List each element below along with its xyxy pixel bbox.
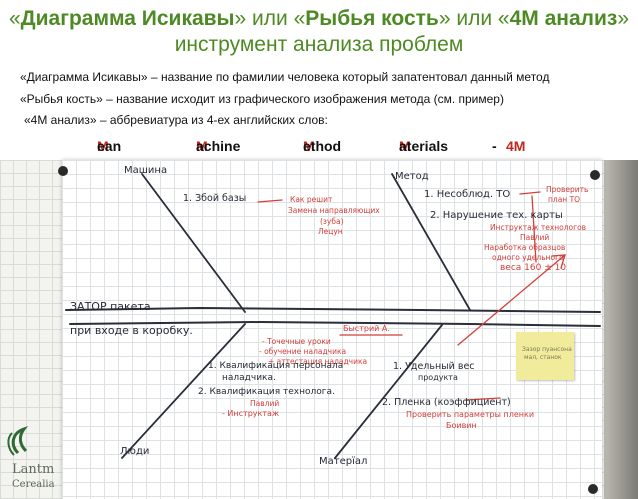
title-quote-close-3: » — [617, 7, 630, 30]
method-fix-2a: Инструктаж технологов — [490, 223, 587, 232]
red-arrowhead-main — [551, 254, 566, 269]
title-or-2: или — [450, 7, 498, 30]
people-responsible: Быстрий А. — [343, 324, 390, 333]
sticky-note: Зазор пуансона мал, станок — [516, 332, 574, 380]
title-part-ishikawa: Диаграмма Исикавы — [20, 7, 235, 30]
photo-right-edge — [604, 160, 638, 499]
fishbone-diagram — [65, 173, 601, 459]
magnet-bottom-right — [588, 484, 598, 494]
title-quote-open-2: « — [293, 7, 306, 30]
description-line-3: «4М анализ» – аббревиатура из 4-ех англи… — [24, 113, 328, 127]
people-fix-3: + аттестация наладчика — [268, 357, 368, 366]
title-quote-open-1: « — [8, 7, 21, 30]
word-materials-cap: M — [399, 138, 411, 154]
sticky-line-2: мал, станок — [524, 354, 562, 361]
description-line-1: «Диаграмма Исикавы» – название по фамили… — [20, 70, 550, 84]
bone-material — [334, 324, 443, 459]
title-part-4m: 4М анализ — [509, 7, 618, 30]
problem-text-line-2: при входе в коробку. — [70, 324, 193, 337]
title-or-1: или — [246, 7, 294, 30]
people-fix-2: - обучение наладчика — [259, 347, 347, 356]
method-fix-1b: план ТО — [548, 195, 581, 204]
label-material: Матерїал — [319, 456, 368, 467]
word-mean-rest: ean — [97, 138, 122, 154]
word-4m-result: 4M — [506, 138, 526, 154]
slide-title: «Диаграмма Исикавы» или «Рыбья кость» ил… — [0, 6, 638, 58]
logo-text-line-1: Lantm — [12, 462, 55, 477]
material-cause-1: 1. Удельный вес — [393, 361, 475, 372]
material-fix-1: Проверить параметры пленки — [406, 410, 535, 419]
people-cause-2: 2. Квалификация технолога. — [198, 387, 335, 397]
material-fix-2: Боивин — [446, 421, 477, 430]
title-quote-open-3: « — [497, 7, 510, 30]
label-metod: Метод — [395, 171, 429, 182]
word-machine-cap: M — [196, 138, 208, 154]
method-fix-2d: одного удельного — [492, 253, 564, 262]
bone-metod — [391, 173, 471, 311]
people-fix-1: - Точечные уроки — [262, 337, 331, 346]
word-mean-cap: M — [97, 138, 109, 154]
word-machine-rest: achine — [196, 138, 241, 154]
magnet-top-right — [590, 170, 600, 180]
lantmannen-logo-icon — [7, 426, 29, 456]
logo-text-line-2: Cerealia — [12, 479, 55, 490]
method-fix-1a: Проверить — [546, 185, 589, 194]
people-fix-5: - Инструктаж — [222, 409, 280, 418]
word-materials-rest: aterials — [399, 138, 449, 154]
fish-spine-lower — [69, 320, 601, 327]
method-cause-1: 1. Несоблюд. ТО — [424, 189, 511, 200]
red-arrow-material — [465, 397, 501, 401]
magnet-top-left — [58, 166, 68, 176]
people-cause-1b: наладчика. — [222, 373, 276, 383]
machine-fix-4: Лецун — [318, 227, 343, 236]
fish-spine-upper — [65, 306, 601, 313]
machine-fix-2: Замена направляющих — [288, 206, 380, 215]
description-line-2: «Рыбья кость» – название исходит из граф… — [20, 92, 504, 106]
method-fix-2b: Павлий — [520, 233, 550, 242]
method-fix-2c: Наработка образцов — [484, 243, 566, 252]
people-cause-1: 1. Квалификация персонала — [208, 361, 344, 371]
red-bracket-method — [531, 195, 537, 263]
word-method-rest: ethod — [303, 138, 342, 154]
sticky-line-1: Зазор пуансона — [522, 346, 572, 353]
machine-fix-1: Как решит — [290, 195, 333, 204]
flipchart-paper — [62, 160, 602, 499]
label-lyudi: Люди — [120, 446, 150, 457]
people-fix-4: Павлий — [250, 399, 280, 408]
material-cause-1b: продукта — [418, 373, 458, 382]
red-arrow-machine — [257, 199, 283, 203]
material-cause-2: 2. Пленка (коэффициент) — [382, 397, 511, 408]
word-method-cap: M — [303, 138, 315, 154]
title-tail: инструмент анализа проблем — [174, 33, 464, 56]
red-arrow-main — [457, 254, 566, 346]
machine-fix-3: (зуба) — [320, 217, 344, 226]
title-quote-close-2: » — [438, 7, 451, 30]
word-dash: - — [492, 138, 497, 154]
method-cause-2: 2. Нарушение тех. карты — [430, 210, 563, 221]
title-quote-close-1: » — [234, 7, 247, 30]
red-arrow-method — [519, 191, 541, 195]
problem-text-line-1: ЗАТОР пакета — [70, 300, 151, 313]
title-part-fishbone: Рыбья кость — [305, 7, 439, 30]
machine-cause-1: 1. Збой базы — [183, 193, 247, 204]
bone-lyudi — [121, 323, 246, 459]
bone-mashina — [141, 173, 246, 313]
method-fix-2e: веса 160 ± 10 — [500, 263, 567, 273]
label-mashina: Машина — [124, 165, 168, 176]
